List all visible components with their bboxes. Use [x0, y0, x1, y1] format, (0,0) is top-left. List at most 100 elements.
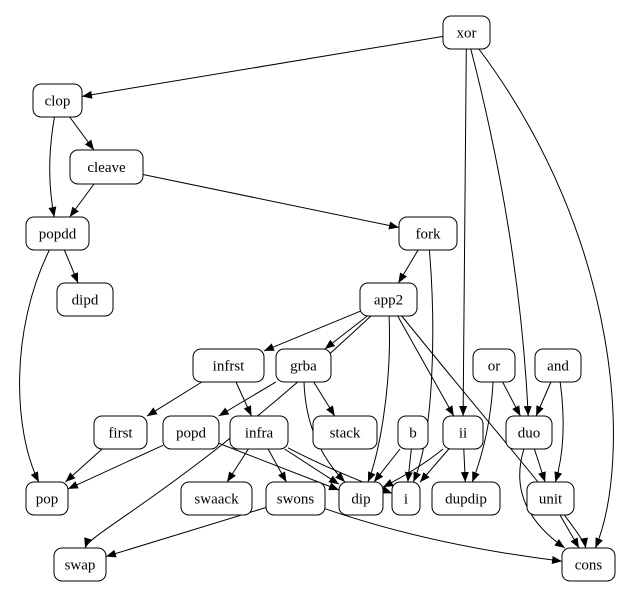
- edge-app2-ii: [397, 315, 455, 417]
- node-box-dupdip: [431, 481, 501, 516]
- node-box-clop: [32, 83, 83, 118]
- edge-or-duo: [502, 381, 521, 417]
- node-swaack: swaack: [180, 481, 253, 516]
- node-box-duo: [505, 415, 553, 450]
- edge-infra-dip: [284, 448, 340, 485]
- node-label-and: and: [547, 359, 569, 375]
- node-label-unit: unit: [539, 492, 563, 508]
- edge-xor-clop: [81, 35, 444, 99]
- node-label-ii: ii: [459, 426, 467, 442]
- node-box-and: [534, 348, 582, 383]
- node-box-infrst: [192, 348, 265, 383]
- node-clop: clop: [32, 83, 83, 118]
- node-label-b: b: [409, 426, 417, 442]
- node-label-swaack: swaack: [194, 492, 239, 508]
- edge-ii-dip: [382, 448, 444, 488]
- node-swons: swons: [265, 481, 326, 516]
- node-b: b: [397, 415, 429, 450]
- edge-fork-app2: [397, 249, 419, 284]
- node-label-duo: duo: [518, 426, 541, 442]
- node-label-swap: swap: [65, 558, 96, 574]
- edge-infra-swaack: [226, 448, 249, 483]
- node-label-swons: swons: [277, 492, 315, 508]
- edge-infra-swons: [267, 448, 287, 483]
- edge-unit-cons: [559, 514, 580, 549]
- edge-infrst-first: [146, 381, 203, 417]
- node-label-infrst: infrst: [213, 359, 245, 375]
- node-label-dupdip: dupdip: [445, 492, 487, 508]
- node-label-first: first: [108, 426, 133, 442]
- node-box-app2: [359, 282, 418, 317]
- node-label-xor: xor: [457, 26, 477, 42]
- node-infra: infra: [229, 415, 289, 450]
- node-ii: ii: [442, 415, 484, 450]
- edge-swons-swap: [105, 507, 267, 558]
- node-box-popd: [162, 415, 220, 450]
- edge-grba-popd: [218, 381, 277, 417]
- node-box-grba: [275, 348, 332, 383]
- node-box-fork: [398, 216, 458, 251]
- node-label-dipd: dipd: [72, 293, 99, 309]
- node-duo: duo: [505, 415, 553, 450]
- node-box-first: [93, 415, 148, 450]
- node-label-popdd: popdd: [39, 227, 77, 243]
- edge-app2-cons: [401, 315, 588, 549]
- node-box-popdd: [25, 216, 90, 251]
- node-label-popd: popd: [176, 426, 207, 442]
- node-infrst: infrst: [192, 348, 265, 383]
- edge-infrst-infra: [235, 381, 252, 417]
- edge-first-pop: [65, 448, 103, 483]
- node-box-ii: [442, 415, 484, 450]
- edge-and-duo: [535, 381, 552, 417]
- node-label-cleave: cleave: [87, 160, 126, 176]
- node-dip: dip: [338, 481, 384, 516]
- node-label-stack: stack: [330, 426, 361, 442]
- node-label-or: or: [488, 359, 501, 375]
- node-fork: fork: [398, 216, 458, 251]
- edge-b-i: [404, 448, 413, 483]
- edge-ii-dupdip: [460, 448, 469, 483]
- node-popd: popd: [162, 415, 220, 450]
- node-box-unit: [526, 481, 575, 516]
- node-box-pop: [25, 481, 69, 516]
- node-box-infra: [229, 415, 289, 450]
- edge-layer: [19, 35, 614, 564]
- edge-xor-cons: [478, 48, 614, 549]
- edge-fork-i: [412, 249, 434, 483]
- node-box-i: [391, 481, 421, 516]
- node-box-xor: [442, 15, 491, 50]
- edge-b-dip: [373, 448, 401, 483]
- node-label-pop: pop: [36, 492, 59, 508]
- node-cleave: cleave: [69, 149, 144, 185]
- edge-popd-pop: [67, 444, 164, 490]
- node-popdd: popdd: [25, 216, 90, 251]
- edge-popdd-pop: [19, 249, 50, 483]
- node-box-swons: [265, 481, 326, 516]
- node-label-grba: grba: [290, 359, 317, 375]
- node-box-swaack: [180, 481, 253, 516]
- edge-grba-stack: [313, 381, 336, 417]
- node-i: i: [391, 481, 421, 516]
- node-and: and: [534, 348, 582, 383]
- node-box-swap: [53, 547, 107, 582]
- node-stack: stack: [312, 415, 378, 450]
- node-dupdip: dupdip: [431, 481, 501, 516]
- edge-ii-i: [419, 448, 450, 483]
- node-swap: swap: [53, 547, 107, 582]
- node-unit: unit: [526, 481, 575, 516]
- node-box-cons: [561, 547, 616, 582]
- node-box-dip: [338, 481, 384, 516]
- edge-or-dupdip: [471, 381, 494, 483]
- edge-cleave-fork: [142, 174, 400, 230]
- edge-clop-popdd: [48, 116, 57, 218]
- edge-duo-cons: [519, 448, 566, 549]
- edge-clop-cleave: [69, 116, 95, 151]
- node-label-fork: fork: [416, 227, 441, 243]
- edge-app2-dip: [367, 315, 390, 483]
- node-box-b: [397, 415, 429, 450]
- node-label-infra: infra: [245, 426, 274, 442]
- edge-swons-cons: [324, 508, 563, 564]
